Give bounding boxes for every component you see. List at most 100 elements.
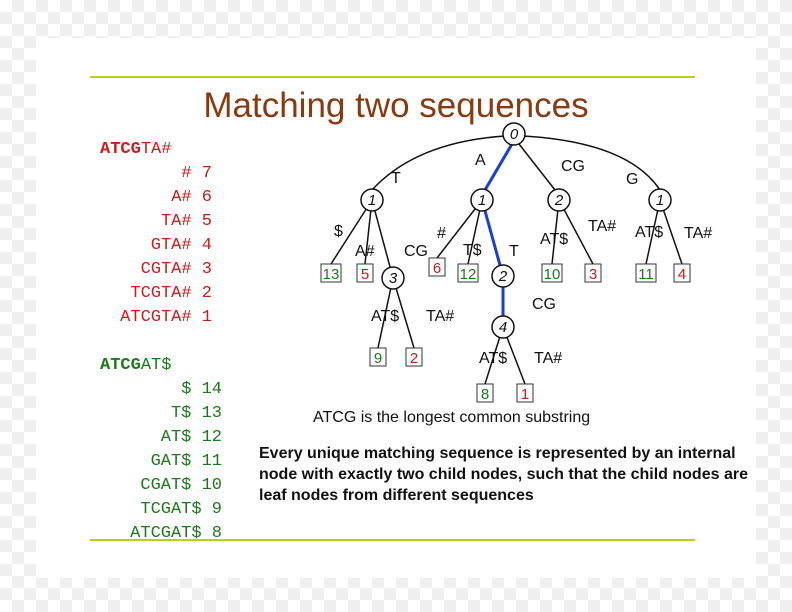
tree-edge-label: CG bbox=[404, 243, 428, 260]
tree-edge bbox=[558, 199, 594, 265]
sequence-b-suffix-row: TCGAT$ 9 bbox=[100, 498, 222, 522]
tree-node-label: 4 bbox=[499, 319, 507, 336]
sequence-a-suffix-row: TCGTA# 2 bbox=[100, 282, 212, 306]
suffix-index: 12 bbox=[191, 428, 222, 447]
tree-leaf-label: 11 bbox=[638, 266, 654, 283]
tree-leaf bbox=[541, 263, 563, 283]
tree-edge-label: CG bbox=[561, 158, 585, 175]
tree-edge-label: TA# bbox=[588, 218, 616, 235]
tree-leaf bbox=[320, 263, 342, 283]
tree-edge-label: T bbox=[391, 170, 401, 187]
tree-edge-label: T bbox=[509, 243, 519, 260]
edge-root-a bbox=[483, 143, 514, 191]
sequence-b-suffix-row: $ 14 bbox=[100, 378, 222, 402]
tree-leaf-label: 10 bbox=[544, 266, 561, 283]
sequence-a-header-rest: TA# bbox=[140, 140, 172, 159]
edge-root-t bbox=[371, 135, 506, 191]
suffix-text: ATCGAT$ bbox=[130, 524, 202, 543]
suffix-index: 2 bbox=[191, 284, 212, 303]
tree-leaf-label: 4 bbox=[678, 266, 686, 283]
suffix-text: CGAT$ bbox=[140, 476, 192, 495]
tree-leaf-label: 3 bbox=[589, 266, 597, 283]
sequence-b-suffix-row: AT$ 12 bbox=[100, 426, 222, 450]
suffix-text: GTA# bbox=[150, 236, 192, 255]
suffix-index: 13 bbox=[191, 404, 222, 423]
tree-edge-label: # bbox=[437, 225, 446, 242]
tree-leaf-label: 13 bbox=[323, 266, 340, 283]
tree-node-label: 2 bbox=[498, 268, 508, 285]
tree-edge-label: A# bbox=[355, 243, 375, 260]
tree-node bbox=[470, 188, 494, 212]
tree-edge-label: $ bbox=[334, 223, 343, 240]
tree-edge-label: AT$ bbox=[540, 231, 568, 248]
tree-node bbox=[491, 315, 515, 339]
suffix-text: T$ bbox=[170, 404, 192, 423]
tree-leaf-label: 5 bbox=[361, 266, 369, 283]
suffix-text: # bbox=[181, 164, 192, 183]
tree-edge bbox=[480, 199, 505, 277]
suffix-index: 4 bbox=[191, 236, 212, 255]
suffix-index: 7 bbox=[191, 164, 212, 183]
suffix-text: GAT$ bbox=[150, 452, 192, 471]
suffix-text: ATCGTA# bbox=[120, 308, 192, 327]
suffix-index: 6 bbox=[191, 188, 212, 207]
tree-leaf-label: 9 bbox=[374, 350, 382, 367]
sequence-b-suffix-row: T$ 13 bbox=[100, 402, 222, 426]
edge-root-g bbox=[522, 135, 661, 191]
suffix-index: 5 bbox=[191, 212, 212, 231]
sequence-a-header-match: ATCG bbox=[100, 140, 141, 159]
suffix-index: 14 bbox=[191, 380, 222, 399]
suffix-index: 8 bbox=[201, 524, 222, 543]
suffix-index: 10 bbox=[191, 476, 222, 495]
tree-edge-label: G bbox=[626, 171, 638, 188]
tree-leaf bbox=[356, 263, 374, 283]
sequence-b-suffix-row: ATCGAT$ 8 bbox=[100, 522, 222, 546]
sequence-a-suffix-row: # 7 bbox=[100, 162, 212, 186]
sequence-a-header: ATCGTA# bbox=[100, 138, 212, 162]
tree-caption: ATCG is the longest common substring bbox=[313, 409, 591, 426]
sequence-b-suffix-row: GAT$ 11 bbox=[100, 450, 222, 474]
tree-node bbox=[381, 266, 405, 290]
top-rule bbox=[90, 76, 695, 78]
tree-leaf-label: 1 bbox=[521, 386, 529, 403]
tree-leaf bbox=[405, 347, 423, 367]
suffix-text: TCGTA# bbox=[130, 284, 192, 303]
tree-node bbox=[491, 264, 515, 288]
tree-node-label: 1 bbox=[368, 192, 376, 209]
tree-node bbox=[360, 188, 384, 212]
tree-leaf-label: 6 bbox=[433, 260, 441, 277]
tree-node-label: 1 bbox=[478, 192, 486, 209]
sequence-a-suffix-row: TA# 5 bbox=[100, 210, 212, 234]
tree-edge-label: A bbox=[475, 152, 486, 169]
tree-edge-label: TA# bbox=[426, 308, 454, 325]
tree-node-label: 0 bbox=[510, 126, 519, 143]
tree-edge-label: T$ bbox=[463, 242, 482, 259]
tree-edge bbox=[436, 199, 483, 259]
bottom-rule bbox=[90, 539, 695, 541]
tree-edge bbox=[371, 199, 394, 279]
sequence-b-header: ATCGAT$ bbox=[100, 354, 222, 378]
sequence-a-suffix-row: A# 6 bbox=[100, 186, 212, 210]
sequence-a-suffix-row: GTA# 4 bbox=[100, 234, 212, 258]
sequence-a-suffix-row: CGTA# 3 bbox=[100, 258, 212, 282]
suffix-text: TCGAT$ bbox=[140, 500, 202, 519]
tree-leaf bbox=[457, 263, 479, 283]
tree-leaf bbox=[584, 263, 602, 283]
sequence-b-suffix-row: CGAT$ 10 bbox=[100, 474, 222, 498]
sequence-b-header-match: ATCG bbox=[100, 356, 141, 375]
tree-leaf bbox=[428, 257, 446, 277]
explanation-text: Every unique matching sequence is repres… bbox=[259, 445, 748, 504]
tree-node bbox=[648, 188, 672, 212]
tree-edge-label: AT$ bbox=[479, 350, 507, 367]
suffix-text: A# bbox=[171, 188, 192, 207]
tree-leaf-label: 2 bbox=[410, 350, 418, 367]
tree-edge bbox=[330, 199, 373, 265]
tree-leaf bbox=[476, 383, 494, 403]
slide-title: Matching two sequences bbox=[203, 86, 589, 125]
sequence-a-suffix-row: ATCGTA# 1 bbox=[100, 306, 212, 330]
tree-edge-label: CG bbox=[532, 296, 556, 313]
suffix-text: TA# bbox=[160, 212, 192, 231]
